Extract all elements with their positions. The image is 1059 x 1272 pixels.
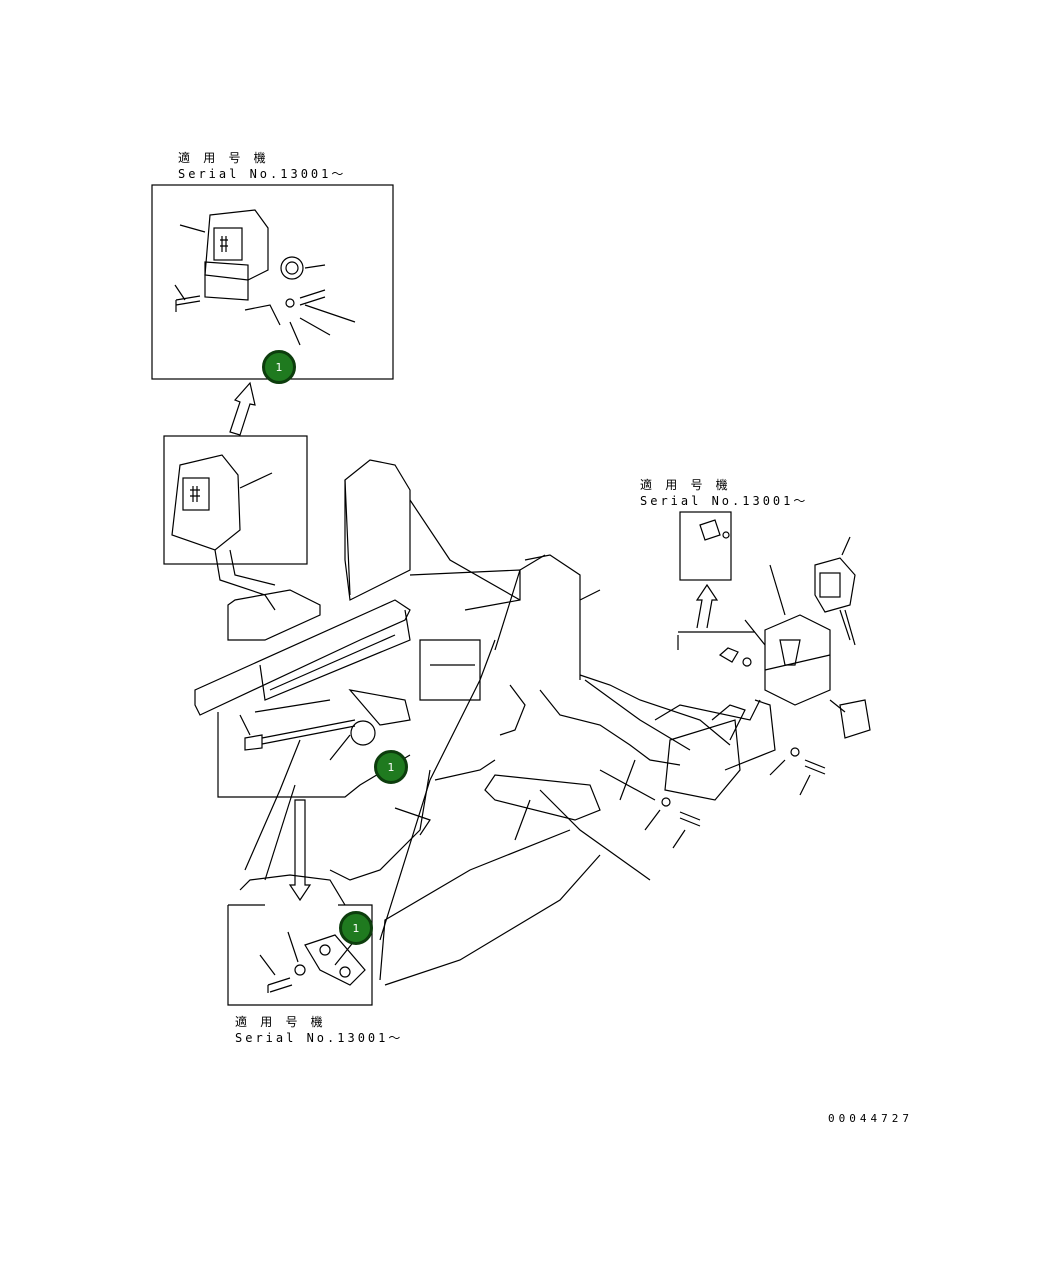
callout-marker-top[interactable]: 1: [262, 350, 296, 384]
horn-detail: [239, 689, 431, 836]
arrow-down: [288, 799, 312, 902]
serial-label-top-serial: Serial No.13001～: [178, 167, 347, 181]
serial-label-right-serial: Serial No.13001～: [640, 494, 809, 508]
serial-label-top: 適 用 号 機 Serial No.13001～: [178, 150, 346, 182]
serial-label-right: 適 用 号 機 Serial No.13001～: [640, 477, 808, 509]
serial-label-right-applicable: 適 用 号 機: [640, 478, 731, 492]
detail-box-bottom: [227, 904, 373, 1006]
detail-box-top: [151, 184, 394, 380]
drawing-number: 00044727: [828, 1112, 913, 1125]
serial-label-bottom-serial: Serial No.13001～: [235, 1031, 404, 1045]
machine-frame: [194, 459, 731, 986]
callout-marker-middle[interactable]: 1: [374, 750, 408, 784]
serial-label-bottom-applicable: 適 用 号 機: [235, 1015, 326, 1029]
detail-box-middle: [163, 435, 308, 611]
right-assembly: [499, 511, 871, 849]
arrow-up: [229, 381, 256, 436]
serial-label-top-applicable: 適 用 号 機: [178, 151, 269, 165]
serial-label-bottom: 適 用 号 機 Serial No.13001～: [235, 1014, 403, 1046]
callout-marker-bottom[interactable]: 1: [339, 911, 373, 945]
